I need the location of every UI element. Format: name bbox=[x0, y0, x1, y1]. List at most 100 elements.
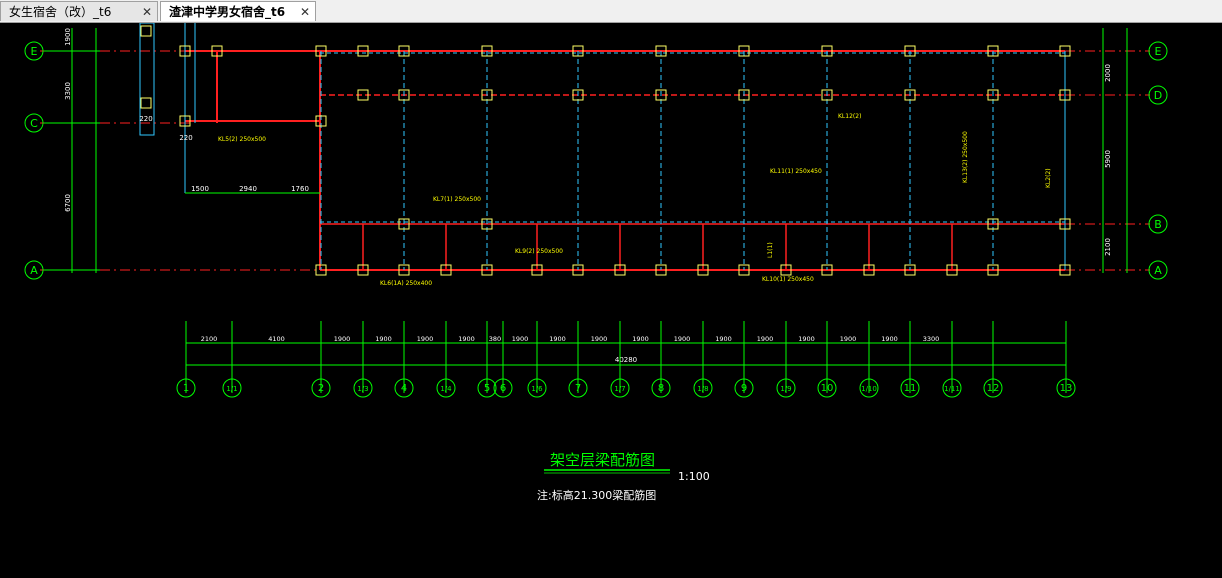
column bbox=[357, 89, 369, 101]
axis-bubble bbox=[311, 378, 331, 398]
close-icon[interactable]: ✕ bbox=[299, 5, 310, 19]
dimension-text: 1900 bbox=[64, 28, 72, 46]
dimension-text: 1900 bbox=[798, 335, 815, 343]
dimension-text: 1900 bbox=[334, 335, 351, 343]
dimension-text: 220 bbox=[139, 115, 152, 123]
column bbox=[398, 218, 410, 230]
dimension-text: 3300 bbox=[923, 335, 940, 343]
axis-label: 1/9 bbox=[780, 385, 791, 393]
tab-female-dorm[interactable]: 女生宿舍（改）_t6 ✕ bbox=[0, 1, 158, 21]
dimension-text: 1900 bbox=[549, 335, 566, 343]
column bbox=[863, 264, 875, 276]
column bbox=[440, 264, 452, 276]
column bbox=[821, 45, 833, 57]
column bbox=[398, 45, 410, 57]
dimension-text: 1900 bbox=[591, 335, 608, 343]
axis-bubble bbox=[734, 378, 754, 398]
axis-label: D bbox=[1154, 89, 1162, 102]
axis-bubble bbox=[651, 378, 671, 398]
axis-bubble bbox=[1148, 260, 1168, 280]
column bbox=[987, 89, 999, 101]
column bbox=[780, 264, 792, 276]
column bbox=[738, 89, 750, 101]
close-icon[interactable]: ✕ bbox=[141, 5, 152, 19]
beam-annotation: KL10(1) 250x450 bbox=[762, 276, 814, 283]
column bbox=[821, 264, 833, 276]
column bbox=[946, 264, 958, 276]
axis-bubble bbox=[942, 378, 962, 398]
axis-label: 13 bbox=[1060, 383, 1073, 394]
column bbox=[1059, 89, 1071, 101]
dimension-text: 380 bbox=[489, 335, 501, 343]
axis-label: 9 bbox=[741, 383, 747, 394]
axis-bubble bbox=[1056, 378, 1076, 398]
column bbox=[987, 218, 999, 230]
axis-label: 11 bbox=[904, 383, 917, 394]
column bbox=[481, 45, 493, 57]
column bbox=[357, 264, 369, 276]
column bbox=[357, 45, 369, 57]
axis-label: 8 bbox=[658, 383, 664, 394]
dimension-text: 1900 bbox=[632, 335, 649, 343]
dimension-text: 1760 bbox=[291, 185, 309, 193]
axis-bubble bbox=[477, 378, 497, 398]
axis-label: 7 bbox=[575, 383, 581, 394]
column bbox=[140, 25, 152, 37]
column bbox=[738, 264, 750, 276]
axis-bubble bbox=[24, 260, 44, 280]
cad-drawing-canvas[interactable]: E C A 1900 3300 6700 E D B A 2000 5900 2… bbox=[0, 23, 1222, 578]
beam-plan: 1500 2940 1760 220 220 bbox=[139, 23, 1066, 271]
axis-bubble bbox=[24, 41, 44, 61]
axis-label: 1/7 bbox=[614, 385, 625, 393]
axis-label: 5 bbox=[484, 383, 490, 394]
column bbox=[179, 115, 191, 127]
column bbox=[572, 89, 584, 101]
vertical-beam-group bbox=[320, 51, 994, 270]
beam-annotation: KL9(2) 250x500 bbox=[515, 248, 563, 255]
column bbox=[179, 45, 191, 57]
column bbox=[481, 89, 493, 101]
total-dimension: 40280 bbox=[615, 356, 637, 364]
axis-label: 10 bbox=[821, 383, 834, 394]
column-group bbox=[140, 25, 1071, 276]
column bbox=[987, 264, 999, 276]
column bbox=[315, 264, 327, 276]
axis-bubble bbox=[527, 378, 547, 398]
axis-bubble bbox=[568, 378, 588, 398]
axis-label: 1/3 bbox=[357, 385, 368, 393]
axis-label: 1/10 bbox=[861, 385, 877, 393]
tab-zhajin-dorm[interactable]: 渣津中学男女宿舍_t6 ✕ bbox=[160, 1, 316, 21]
bottom-dimension-chain: 40280 bbox=[186, 342, 1066, 366]
dimension-text: 1900 bbox=[458, 335, 475, 343]
column bbox=[315, 45, 327, 57]
dimension-text: 2000 bbox=[1104, 64, 1112, 82]
dimension-text: 4100 bbox=[268, 335, 285, 343]
dimension-text: 1900 bbox=[757, 335, 774, 343]
beam-annotation: L1(1) bbox=[767, 242, 774, 258]
axis-label: 1/8 bbox=[697, 385, 708, 393]
beam-annotation: KL2(2) bbox=[1045, 168, 1052, 188]
axis-label: B bbox=[1154, 218, 1162, 231]
column bbox=[481, 218, 493, 230]
axis-bubble bbox=[394, 378, 414, 398]
drawing-title-block: 架空层梁配筋图 1:100 注:标高21.300梁配筋图 bbox=[537, 451, 710, 502]
axis-bubble bbox=[693, 378, 713, 398]
column bbox=[1059, 45, 1071, 57]
dimension-text: 3300 bbox=[64, 82, 72, 100]
beam-annotation-group: KL5(2) 250x500 KL6(1A) 250x400 KL7(1) 25… bbox=[218, 113, 1052, 287]
right-axis-group: E D B A 2000 5900 2100 bbox=[1065, 28, 1168, 280]
axis-bubble bbox=[859, 378, 879, 398]
axis-bubble bbox=[817, 378, 837, 398]
axis-bubble bbox=[222, 378, 242, 398]
beam-annotation: KL13(2) 250x500 bbox=[962, 131, 969, 183]
dimension-text: 1900 bbox=[512, 335, 529, 343]
beam-annotation: KL7(1) 250x500 bbox=[433, 196, 481, 203]
axis-bubble bbox=[493, 378, 513, 398]
drawing-title: 架空层梁配筋图 bbox=[550, 451, 655, 469]
axis-bubble bbox=[1148, 85, 1168, 105]
column bbox=[315, 115, 327, 127]
axis-bubble bbox=[983, 378, 1003, 398]
axis-label: 12 bbox=[987, 383, 1000, 394]
axis-label: A bbox=[30, 264, 38, 277]
